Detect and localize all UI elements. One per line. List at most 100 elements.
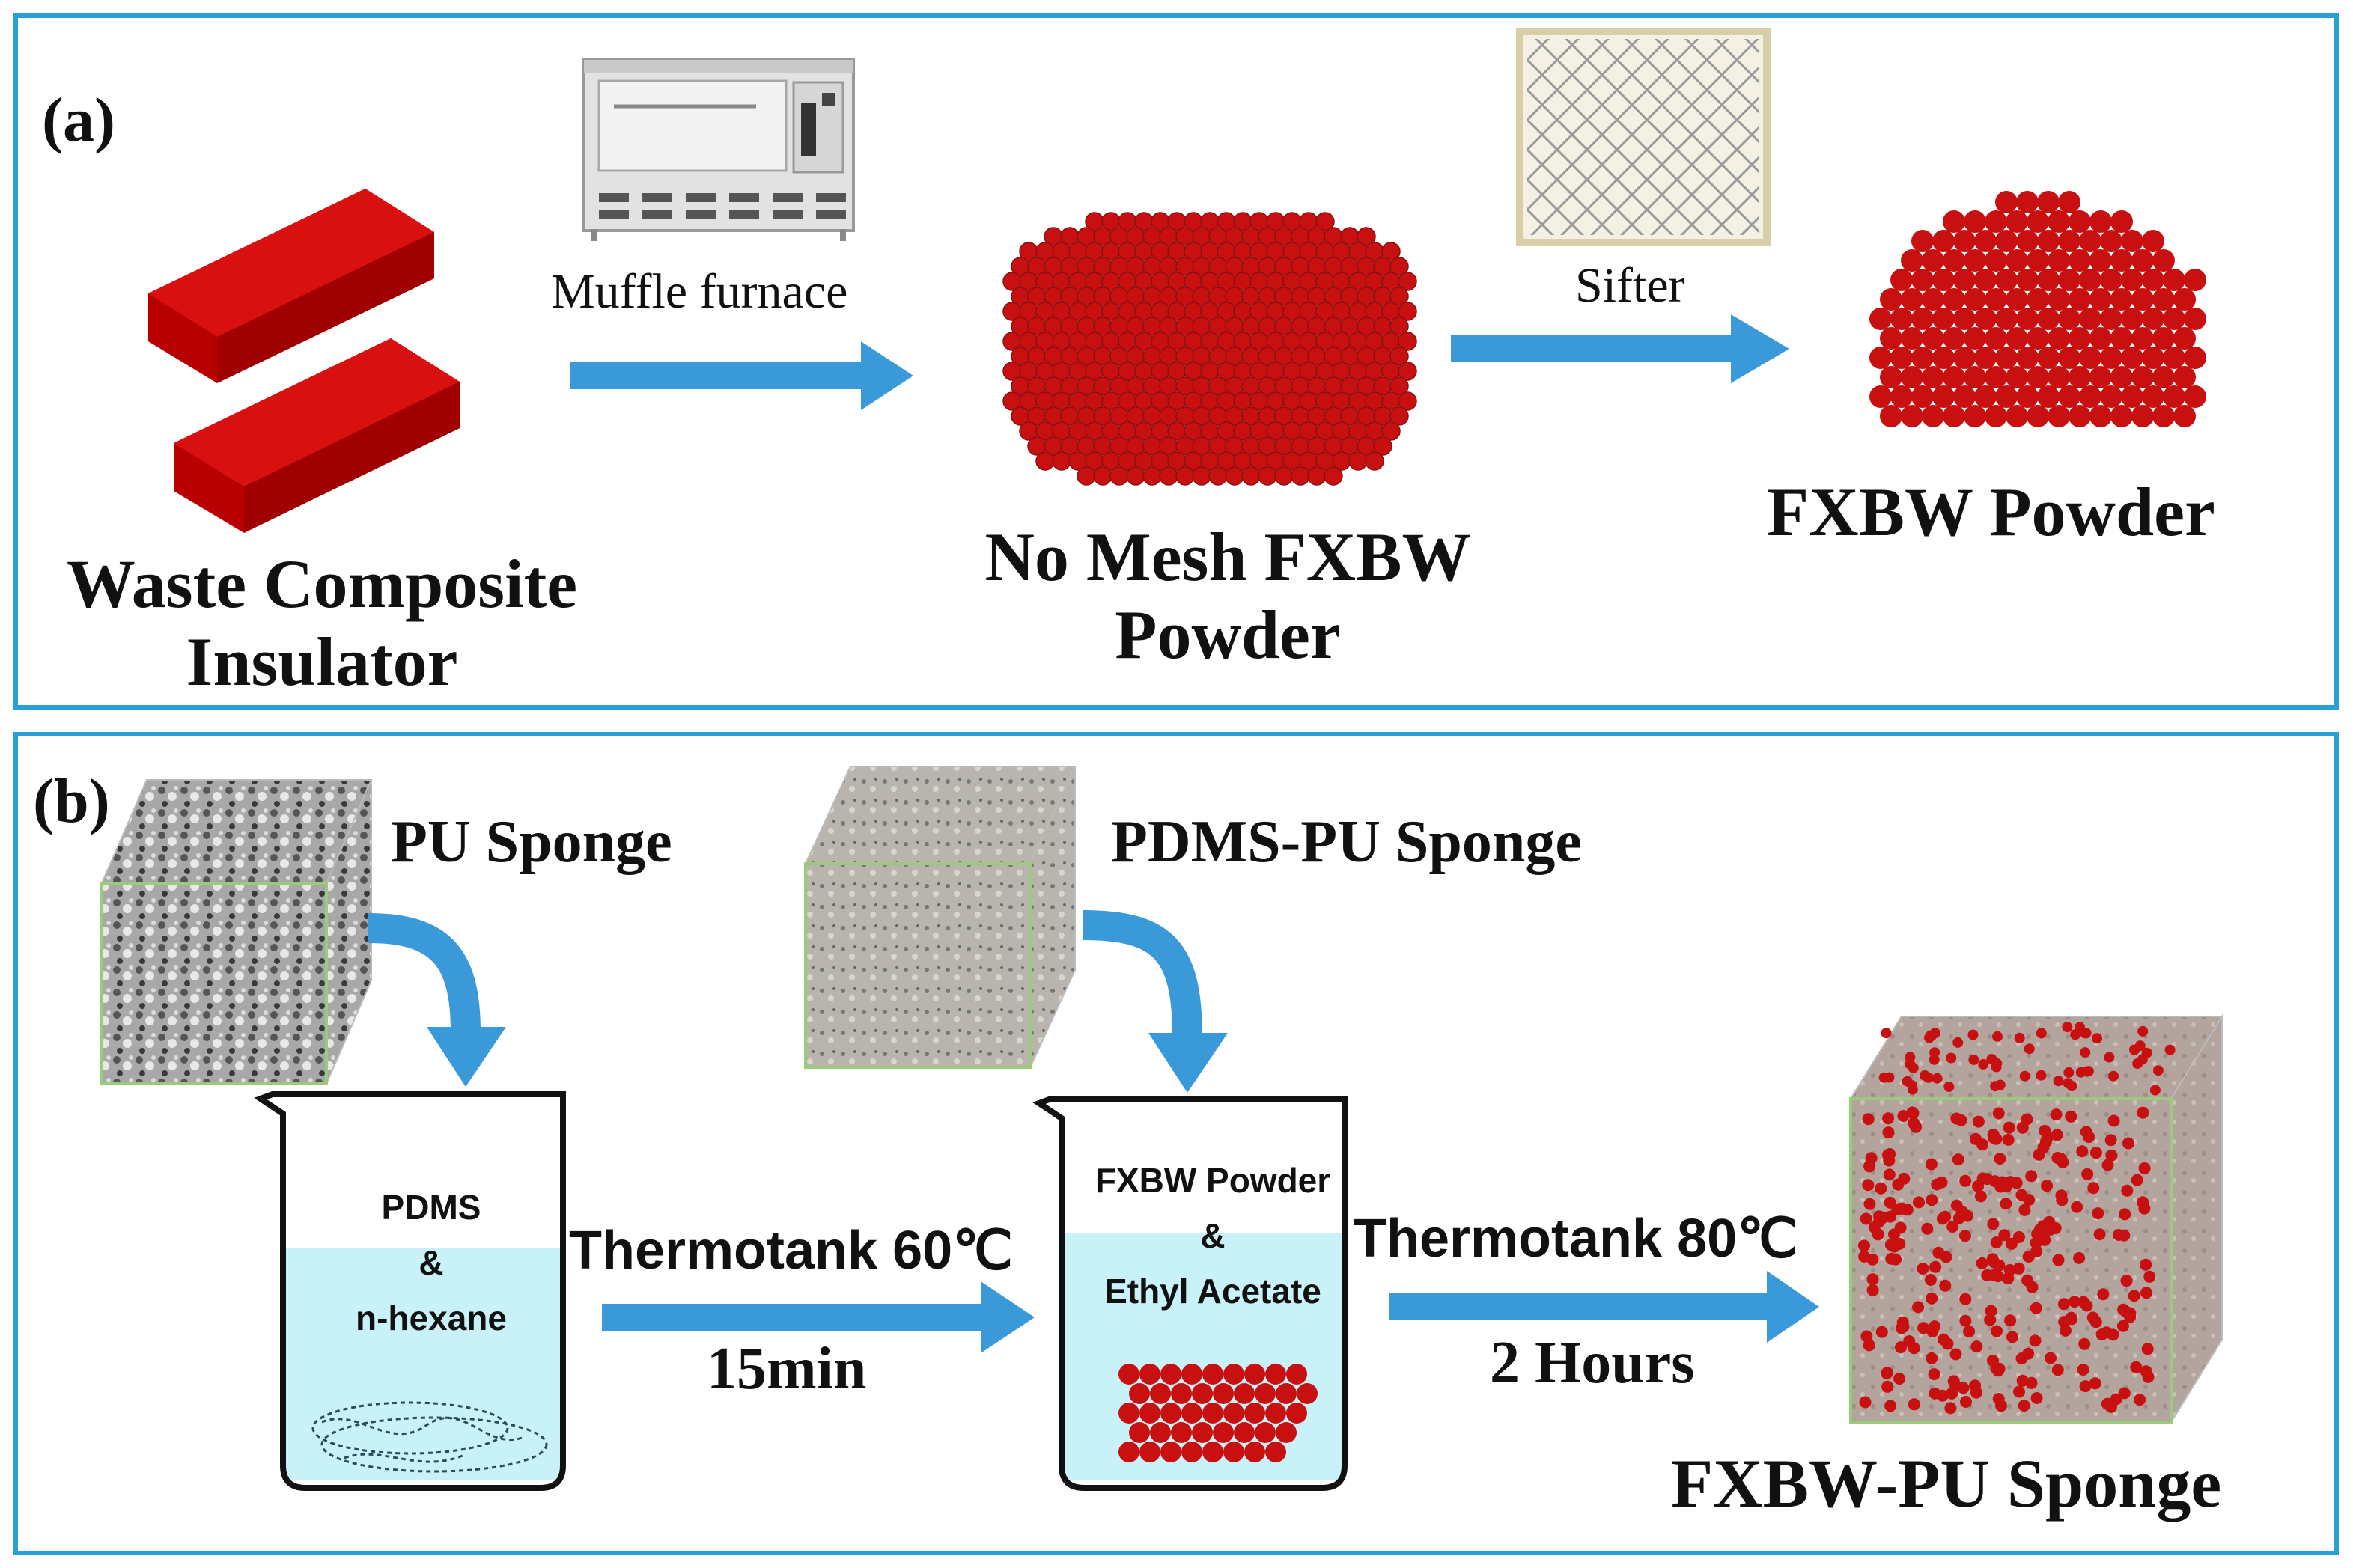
powder-particle [2022, 1348, 2034, 1360]
beaker1-label: PDMS & n-hexane [284, 1180, 578, 1346]
powder-particle [2065, 1111, 2077, 1123]
powder-particle [1929, 1320, 1940, 1332]
label-line: Ethyl Acetate [1063, 1263, 1363, 1319]
powder-particle [1139, 1403, 1160, 1424]
powder-particle [1192, 1383, 1213, 1404]
powder-particle [2101, 1398, 2113, 1410]
powder-particle [2090, 1147, 2102, 1159]
powder-particle [2070, 1029, 2080, 1040]
powder-particle [2081, 1168, 2093, 1180]
duration-2hours-label: 2 Hours [1490, 1329, 1694, 1397]
powder-particle [1244, 1364, 1265, 1385]
powder-particle [1860, 1213, 1872, 1225]
powder-particle [1898, 1173, 1910, 1185]
powder-particle [1255, 1422, 1276, 1443]
powder-particle [1867, 1273, 1879, 1285]
powder-particle [2020, 1071, 2030, 1082]
powder-particle [1970, 1133, 1982, 1145]
powder-particle [2030, 1334, 2042, 1346]
powder-particle [2128, 1290, 2140, 1302]
powder-particle [1932, 1247, 1944, 1259]
powder-particle [2137, 1026, 2148, 1037]
powder-particle [2026, 1377, 2038, 1389]
powder-particle [2134, 1394, 2146, 1406]
powder-particle [1913, 1196, 1925, 1208]
powder-particle [1943, 1082, 1954, 1092]
powder-particle [1992, 1031, 2003, 1042]
powder-particle [2024, 1043, 2035, 1054]
powder-particle [2041, 1180, 2053, 1192]
powder-particle [1863, 1339, 1875, 1351]
powder-particle [1994, 1363, 2006, 1375]
powder-particle [1223, 1364, 1244, 1385]
powder-particle [1917, 1263, 1929, 1275]
powder-particle [2077, 1364, 2089, 1376]
powder-particle [1873, 1210, 1885, 1222]
powder-particle [1970, 1340, 1982, 1352]
powder-particle [2087, 1182, 2099, 1194]
powder-particle [1926, 1159, 1938, 1171]
powder-particle [2153, 1065, 2164, 1076]
powder-particle [1988, 1132, 2000, 1144]
powder-particle [1990, 1081, 2000, 1091]
powder-particle [1929, 1388, 1940, 1400]
powder-particle [1202, 1364, 1223, 1385]
powder-particle [1952, 1037, 1963, 1048]
powder-particle [2023, 1194, 2035, 1206]
powder-particle [2083, 1131, 2095, 1143]
powder-particle [2113, 1229, 2125, 1241]
powder-particle [1265, 1364, 1286, 1385]
label-line: & [1063, 1208, 1363, 1263]
powder-particle [2119, 1387, 2131, 1399]
powder-particle [1950, 1349, 1962, 1361]
powder-particle [1234, 1422, 1255, 1443]
label-line: FXBW Powder [1063, 1153, 1363, 1208]
powder-particle [2038, 1141, 2050, 1153]
powder-particle [1920, 1070, 1930, 1081]
powder-particle [2105, 1134, 2117, 1146]
powder-particle [1951, 1200, 1963, 1212]
powder-particle [1912, 1301, 1924, 1313]
powder-particle [1987, 1218, 1999, 1230]
powder-particle [1118, 1442, 1139, 1462]
powder-particle [1905, 1059, 1915, 1070]
powder-particle [1939, 1211, 1951, 1223]
powder-particle [1975, 1190, 1987, 1202]
powder-particle [1917, 1322, 1929, 1334]
powder-particle [1139, 1364, 1160, 1385]
powder-particle [1959, 1293, 1971, 1305]
powder-particle [1181, 1364, 1202, 1385]
powder-particle [2000, 1198, 2012, 1209]
powder-particle [1991, 1326, 2003, 1337]
powder-particle [1118, 1403, 1139, 1424]
powder-particle [2003, 1134, 2015, 1146]
powder-particle [1908, 1117, 1920, 1129]
powder-particle [1938, 1334, 1949, 1346]
powder-particle [2142, 1048, 2152, 1058]
powder-particle [1926, 1194, 1938, 1206]
powder-particle [1881, 1028, 1892, 1038]
powder-particle [2013, 1386, 2025, 1398]
powder-particle [1286, 1364, 1307, 1385]
powder-particle [1881, 1381, 1893, 1393]
powder-particle [1908, 1085, 1918, 1095]
powder-particle [1192, 1422, 1213, 1443]
powder-particle [1881, 1367, 1893, 1379]
powder-particle [1959, 1315, 1971, 1327]
powder-particle [2092, 1207, 2104, 1219]
powder-particle [2080, 1047, 2090, 1058]
powder-particle [2054, 1076, 2064, 1086]
powder-particle [1955, 1114, 1967, 1126]
powder-particle [1976, 1257, 1988, 1269]
powder-particle [1884, 1168, 1896, 1180]
powder-particle [1963, 1326, 1975, 1337]
powder-particle [2150, 1085, 2161, 1096]
powder-particle [2036, 1070, 2046, 1081]
powder-particle [1988, 1269, 2000, 1281]
powder-particle [1244, 1442, 1265, 1462]
powder-particle [2031, 1392, 2043, 1404]
powder-particle [2052, 1364, 2064, 1376]
powder-particle [2030, 1302, 2042, 1314]
powder-particle [2006, 1331, 2018, 1343]
powder-particle [2094, 1228, 2106, 1240]
